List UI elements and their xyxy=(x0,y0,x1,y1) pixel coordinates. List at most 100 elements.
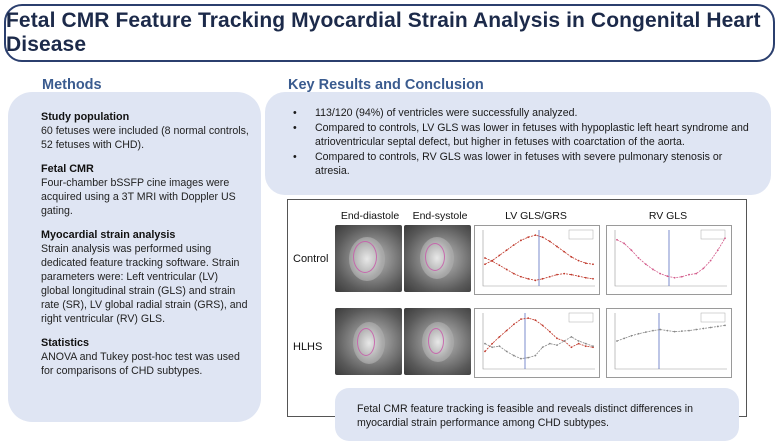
plot-point xyxy=(623,242,626,245)
plot-point xyxy=(716,325,719,328)
plot-point xyxy=(556,344,558,347)
plot-control-lv xyxy=(474,225,600,295)
results-panel: 113/120 (94%) of ventricles were success… xyxy=(265,92,771,195)
plot-point xyxy=(548,275,551,278)
plot-point xyxy=(695,328,698,331)
plot-point xyxy=(556,245,558,248)
plot-point xyxy=(584,342,587,345)
plot-point xyxy=(505,350,508,353)
plot-point xyxy=(592,263,594,266)
plot-point xyxy=(556,273,558,276)
plot-control-rv xyxy=(606,225,732,295)
plot-point xyxy=(637,332,640,335)
plot-point xyxy=(680,330,683,333)
plot-legend xyxy=(700,312,726,323)
plot-point xyxy=(520,357,522,360)
plot-point xyxy=(520,239,522,242)
plot-point xyxy=(512,323,515,326)
plot-curve xyxy=(484,336,594,360)
column-header-lv-gls-grs: LV GLS/GRS xyxy=(505,210,567,222)
plot-point xyxy=(644,263,647,266)
plot-point xyxy=(570,346,573,349)
plot-point xyxy=(577,342,580,345)
plot-point xyxy=(637,257,640,259)
plot-point xyxy=(716,249,719,252)
column-header-end-diastole: End-diastole xyxy=(340,210,400,222)
plot-hlhs-rv xyxy=(606,308,732,378)
plot-point xyxy=(688,273,690,276)
plot-point xyxy=(577,275,580,278)
strain-analysis-heading: Myocardial strain analysis xyxy=(41,229,176,241)
plot-point xyxy=(630,249,633,252)
plot-point xyxy=(527,277,530,280)
plot-point xyxy=(520,275,522,278)
plot-point xyxy=(616,238,618,241)
result-bullet: 113/120 (94%) of ventricles were success… xyxy=(293,106,749,120)
plot-point xyxy=(616,340,618,342)
methods-panel: Study population 60 fetuses were include… xyxy=(8,92,261,422)
plot-point xyxy=(623,337,626,340)
plot-curve xyxy=(616,325,726,342)
plot-point xyxy=(666,329,669,332)
result-bullet: Compared to controls, RV GLS was lower i… xyxy=(293,150,749,178)
plot-point xyxy=(484,350,486,353)
plot-axis xyxy=(614,230,727,287)
plot-point xyxy=(498,254,501,257)
plot-point xyxy=(541,346,544,349)
statistics-heading: Statistics xyxy=(41,337,90,349)
plot-curve xyxy=(484,317,594,352)
plot-point xyxy=(688,329,690,332)
result-bullet: Compared to controls, LV GLS was lower i… xyxy=(293,121,749,149)
plot-point xyxy=(527,317,530,320)
plot-point xyxy=(673,330,676,333)
plot-point xyxy=(724,237,726,240)
plot-point xyxy=(666,275,669,278)
figure-panel: End-diastole End-systole LV GLS/GRS RV G… xyxy=(287,199,747,417)
plot-point xyxy=(484,257,486,259)
plot-control-lv-svg xyxy=(482,229,595,287)
plot-curve xyxy=(484,234,594,265)
plot-point xyxy=(498,345,501,348)
plot-point xyxy=(520,318,522,321)
plot-control-rv-svg xyxy=(614,229,727,287)
mri-control-end-diastole xyxy=(335,225,402,292)
plot-point xyxy=(505,268,508,271)
conclusion-text: Fetal CMR feature tracking is feasible a… xyxy=(357,403,694,429)
plot-point xyxy=(534,354,537,357)
plot-curve xyxy=(484,257,594,281)
row-label-control: Control xyxy=(293,253,329,265)
row-label-hlhs: HLHS xyxy=(293,341,323,353)
plot-axis xyxy=(482,313,595,370)
mri-hlhs-end-diastole xyxy=(335,308,402,375)
plot-point xyxy=(548,342,551,345)
fetal-cmr-text: Four-chamber bSSFP cine images were acqu… xyxy=(41,177,236,217)
results-heading: Key Results and Conclusion xyxy=(288,77,484,93)
plot-point xyxy=(577,259,580,262)
study-population-text: 60 fetuses were included (8 normal contr… xyxy=(41,125,249,151)
plot-point xyxy=(541,236,544,239)
plot-point xyxy=(680,275,683,278)
plot-point xyxy=(512,354,515,357)
plot-point xyxy=(584,345,587,348)
plot-point xyxy=(541,277,544,280)
plot-point xyxy=(570,335,573,338)
plot-point xyxy=(584,262,587,265)
plot-point xyxy=(541,324,544,327)
plot-point xyxy=(491,346,494,349)
plot-point xyxy=(548,240,551,243)
plot-point xyxy=(592,277,594,280)
plot-point xyxy=(512,244,515,246)
plot-axis xyxy=(482,230,595,287)
plot-point xyxy=(498,264,501,267)
plot-point xyxy=(695,272,698,275)
plot-point xyxy=(673,276,676,279)
plot-axis xyxy=(614,313,727,370)
plot-point xyxy=(659,272,662,275)
column-header-end-systole: End-systole xyxy=(412,210,468,222)
plot-legend xyxy=(568,312,594,323)
title-box: Fetal CMR Feature Tracking Myocardial St… xyxy=(4,4,775,62)
plot-hlhs-lv xyxy=(474,308,600,378)
strain-analysis-text: Strain analysis was performed using dedi… xyxy=(41,243,248,325)
plot-point xyxy=(548,330,551,333)
plot-point xyxy=(527,356,530,359)
